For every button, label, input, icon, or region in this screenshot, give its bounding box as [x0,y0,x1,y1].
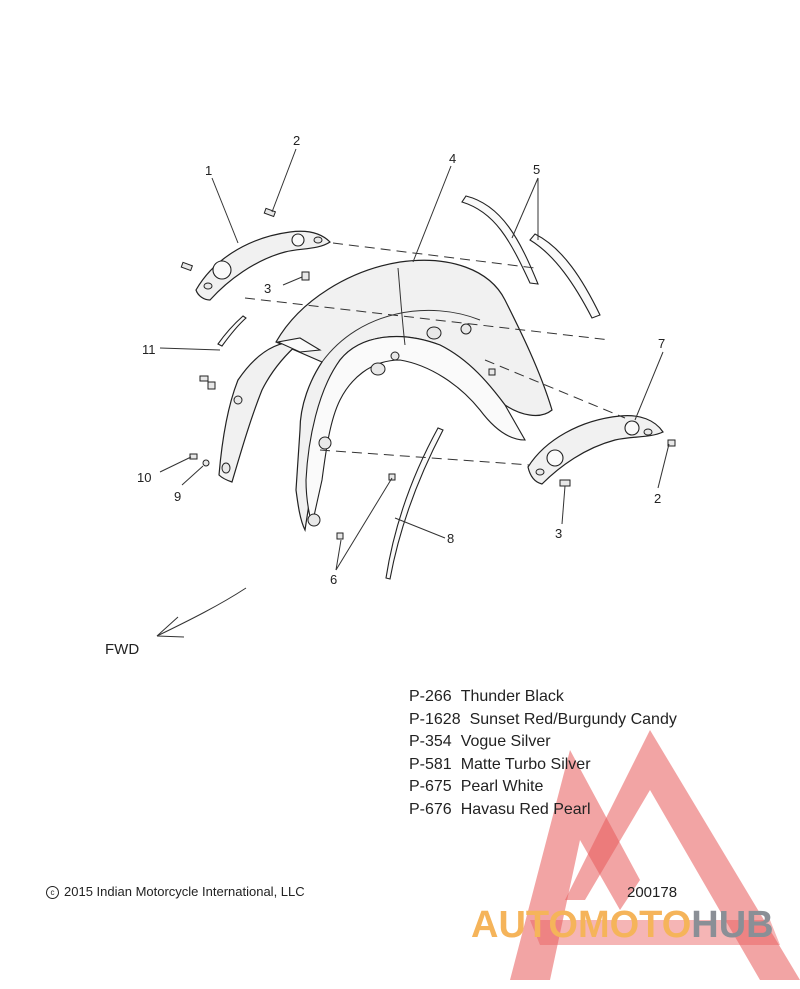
watermark-word-hub: HUB [691,904,774,946]
callout-5: 5 [533,162,540,177]
trim-strips [461,195,601,319]
copyright-notice: c 2015 Indian Motorcycle International, L… [46,884,305,899]
callout-6: 6 [330,572,337,587]
paint-code: P-675 [409,778,452,795]
left-trim-housing [195,230,331,301]
copyright-text: 2015 Indian Motorcycle International, LL… [64,884,305,899]
callout-11: 11 [142,342,156,357]
paint-name: Matte Turbo Silver [460,755,591,773]
paint-name: Sunset Red/Burgundy Candy [469,710,677,728]
fender-side-panel [218,337,322,483]
right-trim-housing [527,415,664,485]
paint-code: P-1628 [409,710,461,728]
paint-name: Thunder Black [460,688,564,705]
callout-4: 4 [449,151,456,166]
paint-code-row: P-675 Pearl White [409,776,677,799]
paint-code-list: P-266 Thunder Black P-1628 Sunset Red/Burg… [409,686,677,821]
forward-arrow: FWD [105,587,247,658]
paint-name: Havasu Red Pearl [460,800,591,818]
paint-code-row: P-1628 Sunset Red/Burgundy Candy [409,709,677,732]
paint-code: P-581 [409,755,452,773]
callout-3: 3 [264,281,271,296]
callout-10: 10 [137,470,151,485]
callout-1: 1 [205,163,212,178]
paint-code: P-354 [409,733,452,750]
callout-labels: 1 2 3 4 5 6 7 8 9 10 11 2 3 [137,133,665,587]
drawing-number: 200178 [627,884,678,901]
callout-3-right: 3 [555,526,562,541]
callout-2: 2 [293,133,300,148]
paint-code-row: P-581 Matte Turbo Silver [409,754,677,777]
paint-name: Vogue Silver [460,733,551,750]
copyright-symbol-icon: c [46,886,59,899]
edge-trim [385,427,444,580]
paint-code-row: P-266 Thunder Black [409,686,677,709]
callout-9: 9 [174,489,181,504]
automotohub-watermark-text: AUTOMOTOHUB [471,904,774,947]
callout-7: 7 [658,336,665,351]
paint-code: P-676 [409,800,452,818]
automotohub-watermark-logo [510,730,800,980]
paint-name: Pearl White [460,778,544,795]
callout-8: 8 [447,531,454,546]
fwd-label: FWD [105,641,139,658]
hardware [180,207,676,540]
rear-fender [275,259,553,532]
paint-code-row: P-676 Havasu Red Pearl [409,799,677,822]
paint-code-row: P-354 Vogue Silver [409,731,677,754]
callout-2-right: 2 [654,491,661,506]
paint-code: P-266 [409,688,452,705]
leader-lines [159,148,670,571]
watermark-word-automoto: AUTOMOTO [471,904,692,946]
small-trim-piece [217,315,247,347]
assembly-guides [244,242,626,466]
